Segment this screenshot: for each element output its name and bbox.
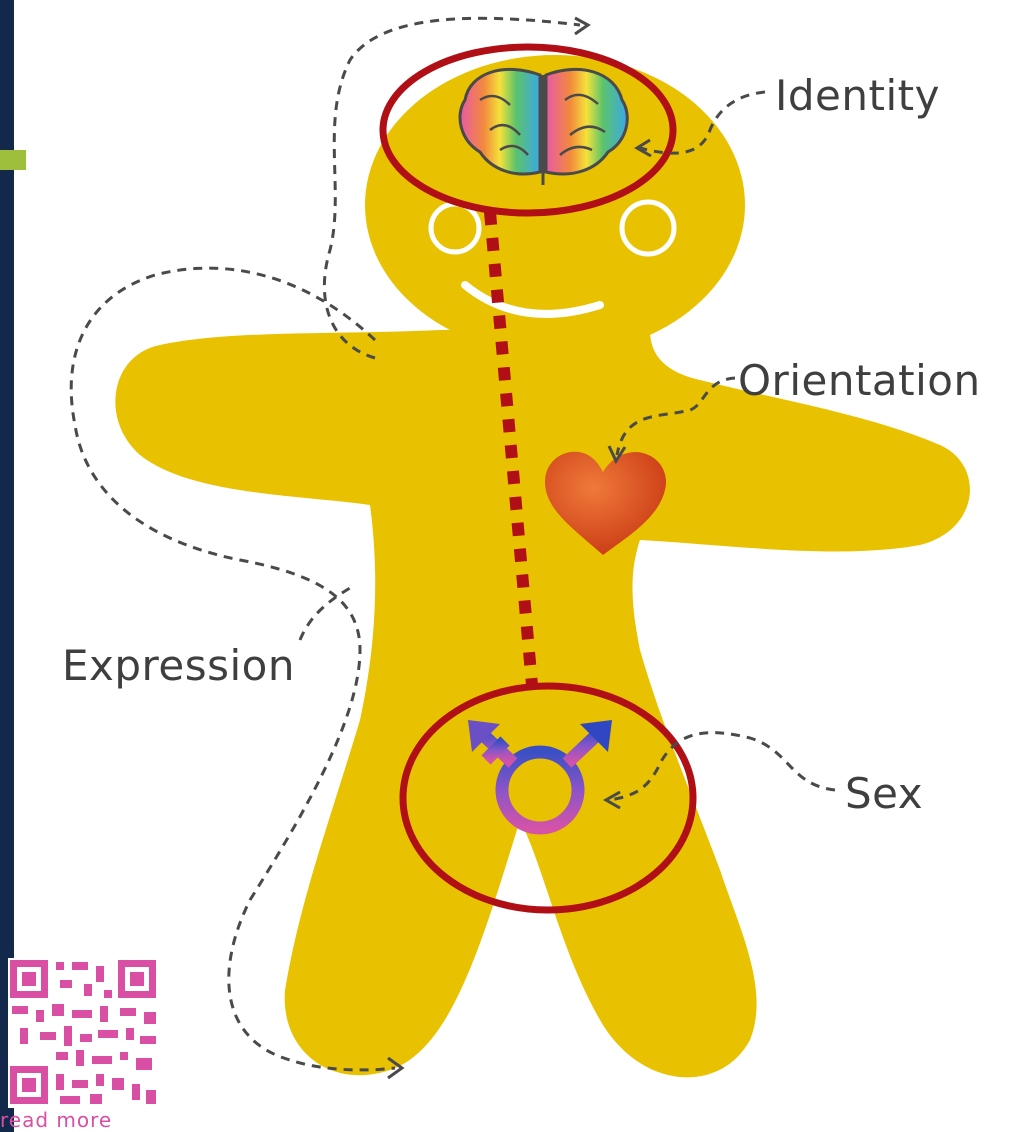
expression-pointer [300,588,350,640]
identity-label: Identity [775,71,940,120]
gingerbread-figure [115,55,970,1077]
expression-label: Expression [62,641,295,690]
qr-read-more-caption[interactable]: read more [0,1108,160,1132]
torso-shape [115,330,970,1077]
sex-label: Sex [845,769,923,818]
qr-code-icon[interactable] [8,958,160,1108]
orientation-label: Orientation [738,356,981,405]
